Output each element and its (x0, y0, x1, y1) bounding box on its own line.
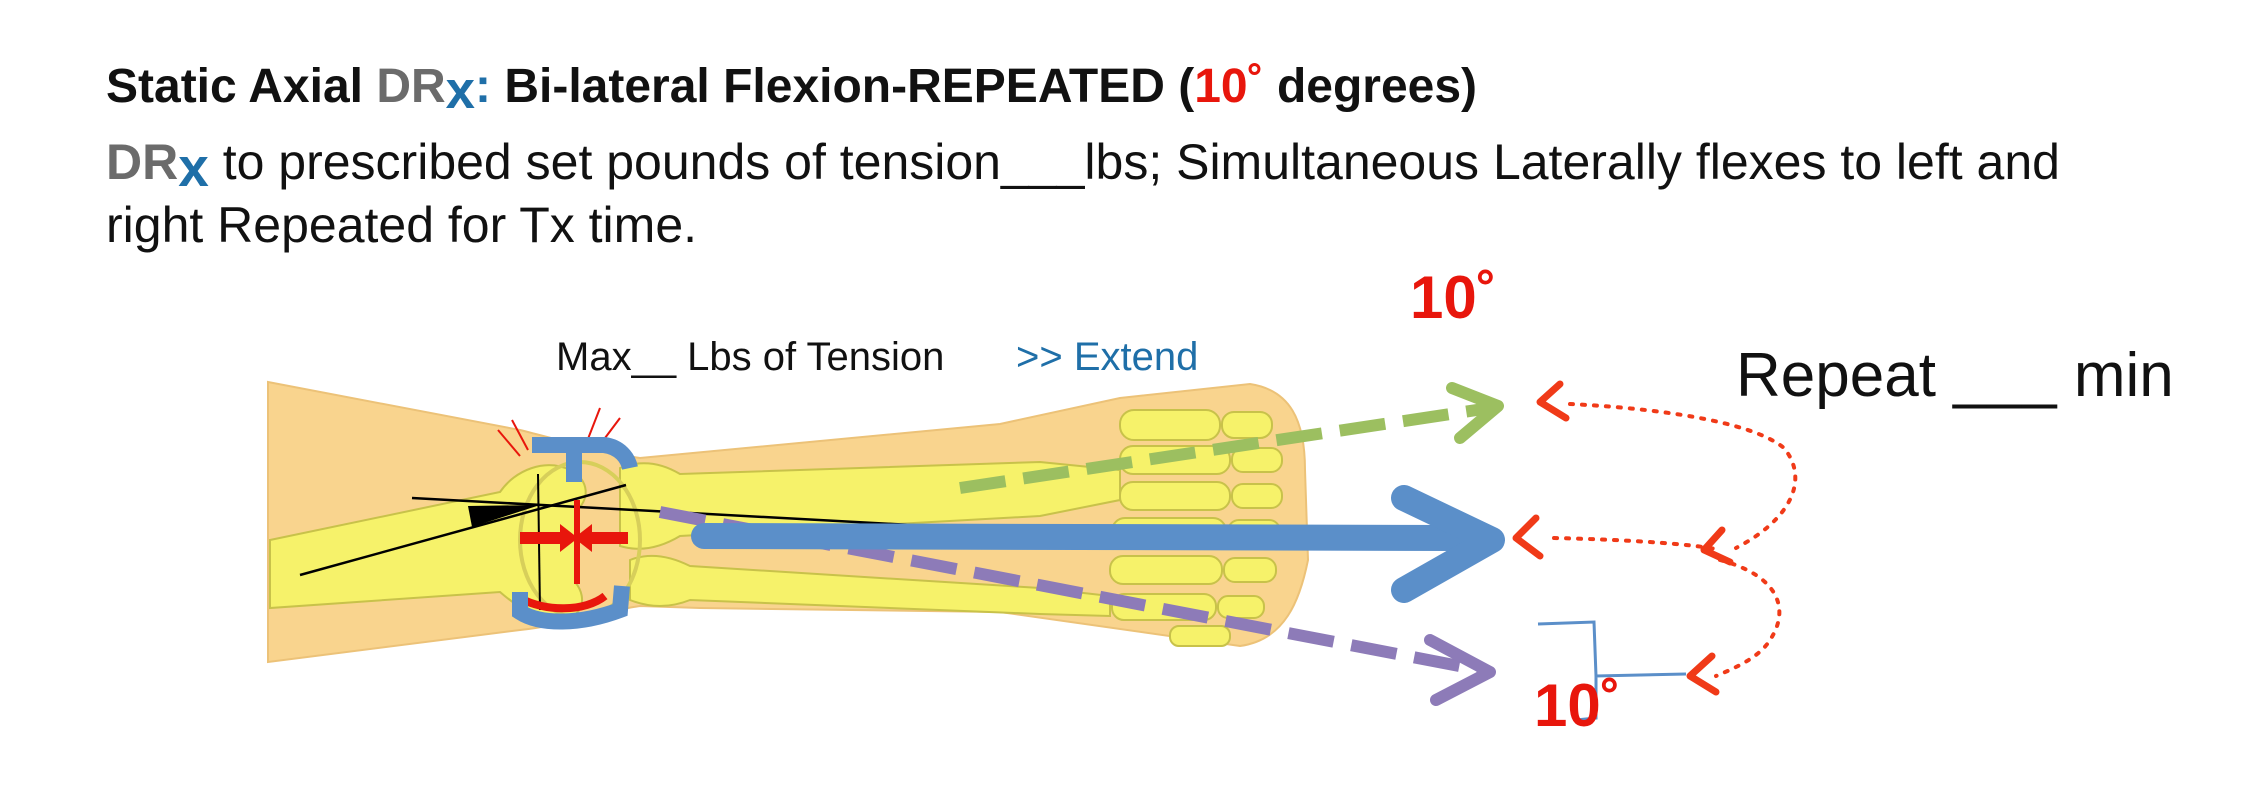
drx-x-text: x (445, 61, 476, 121)
repeat-loop (1512, 380, 1798, 696)
desc-drx-dr-text: DR (106, 134, 179, 190)
title-suffix: degrees) (1263, 60, 1478, 113)
compression-arrows (518, 500, 628, 613)
desc-drx-x-text: x (178, 135, 209, 198)
desc-line1-text: to prescribed set pounds of tension___lb… (208, 134, 2060, 190)
title-degree-value: 10 (1194, 60, 1248, 113)
description-line-1: DRx to prescribed set pounds of tension_… (106, 128, 2060, 198)
tension-label: Max__ Lbs of Tension (556, 335, 944, 379)
title-degree-symbol: ˚ (1247, 60, 1264, 113)
extend-label: >> Extend (1016, 335, 1198, 379)
angle-label-bottom: 10˚ (1534, 672, 1621, 739)
description-line-2: right Repeated for Tx time. (106, 197, 698, 253)
drx-dr-text: DR (376, 60, 446, 113)
title-main: Bi-lateral Flexion-REPEATED ( (491, 60, 1195, 113)
title-prefix: Static Axial (106, 60, 377, 113)
fibula-bone (629, 554, 1111, 618)
green-flexion-arrow (959, 382, 1504, 494)
leg-illustration (267, 380, 1310, 664)
traction-harness (512, 437, 638, 630)
page-title: Static Axial DRx: Bi-lateral Flexion-REP… (106, 54, 1478, 120)
angle-bracket (1537, 620, 1687, 722)
traction-arrow (691, 485, 1505, 603)
title-colon: : (475, 60, 492, 113)
angle-label-top: 10˚ (1410, 264, 1497, 331)
repeat-label: Repeat ___ min (1736, 341, 2174, 410)
